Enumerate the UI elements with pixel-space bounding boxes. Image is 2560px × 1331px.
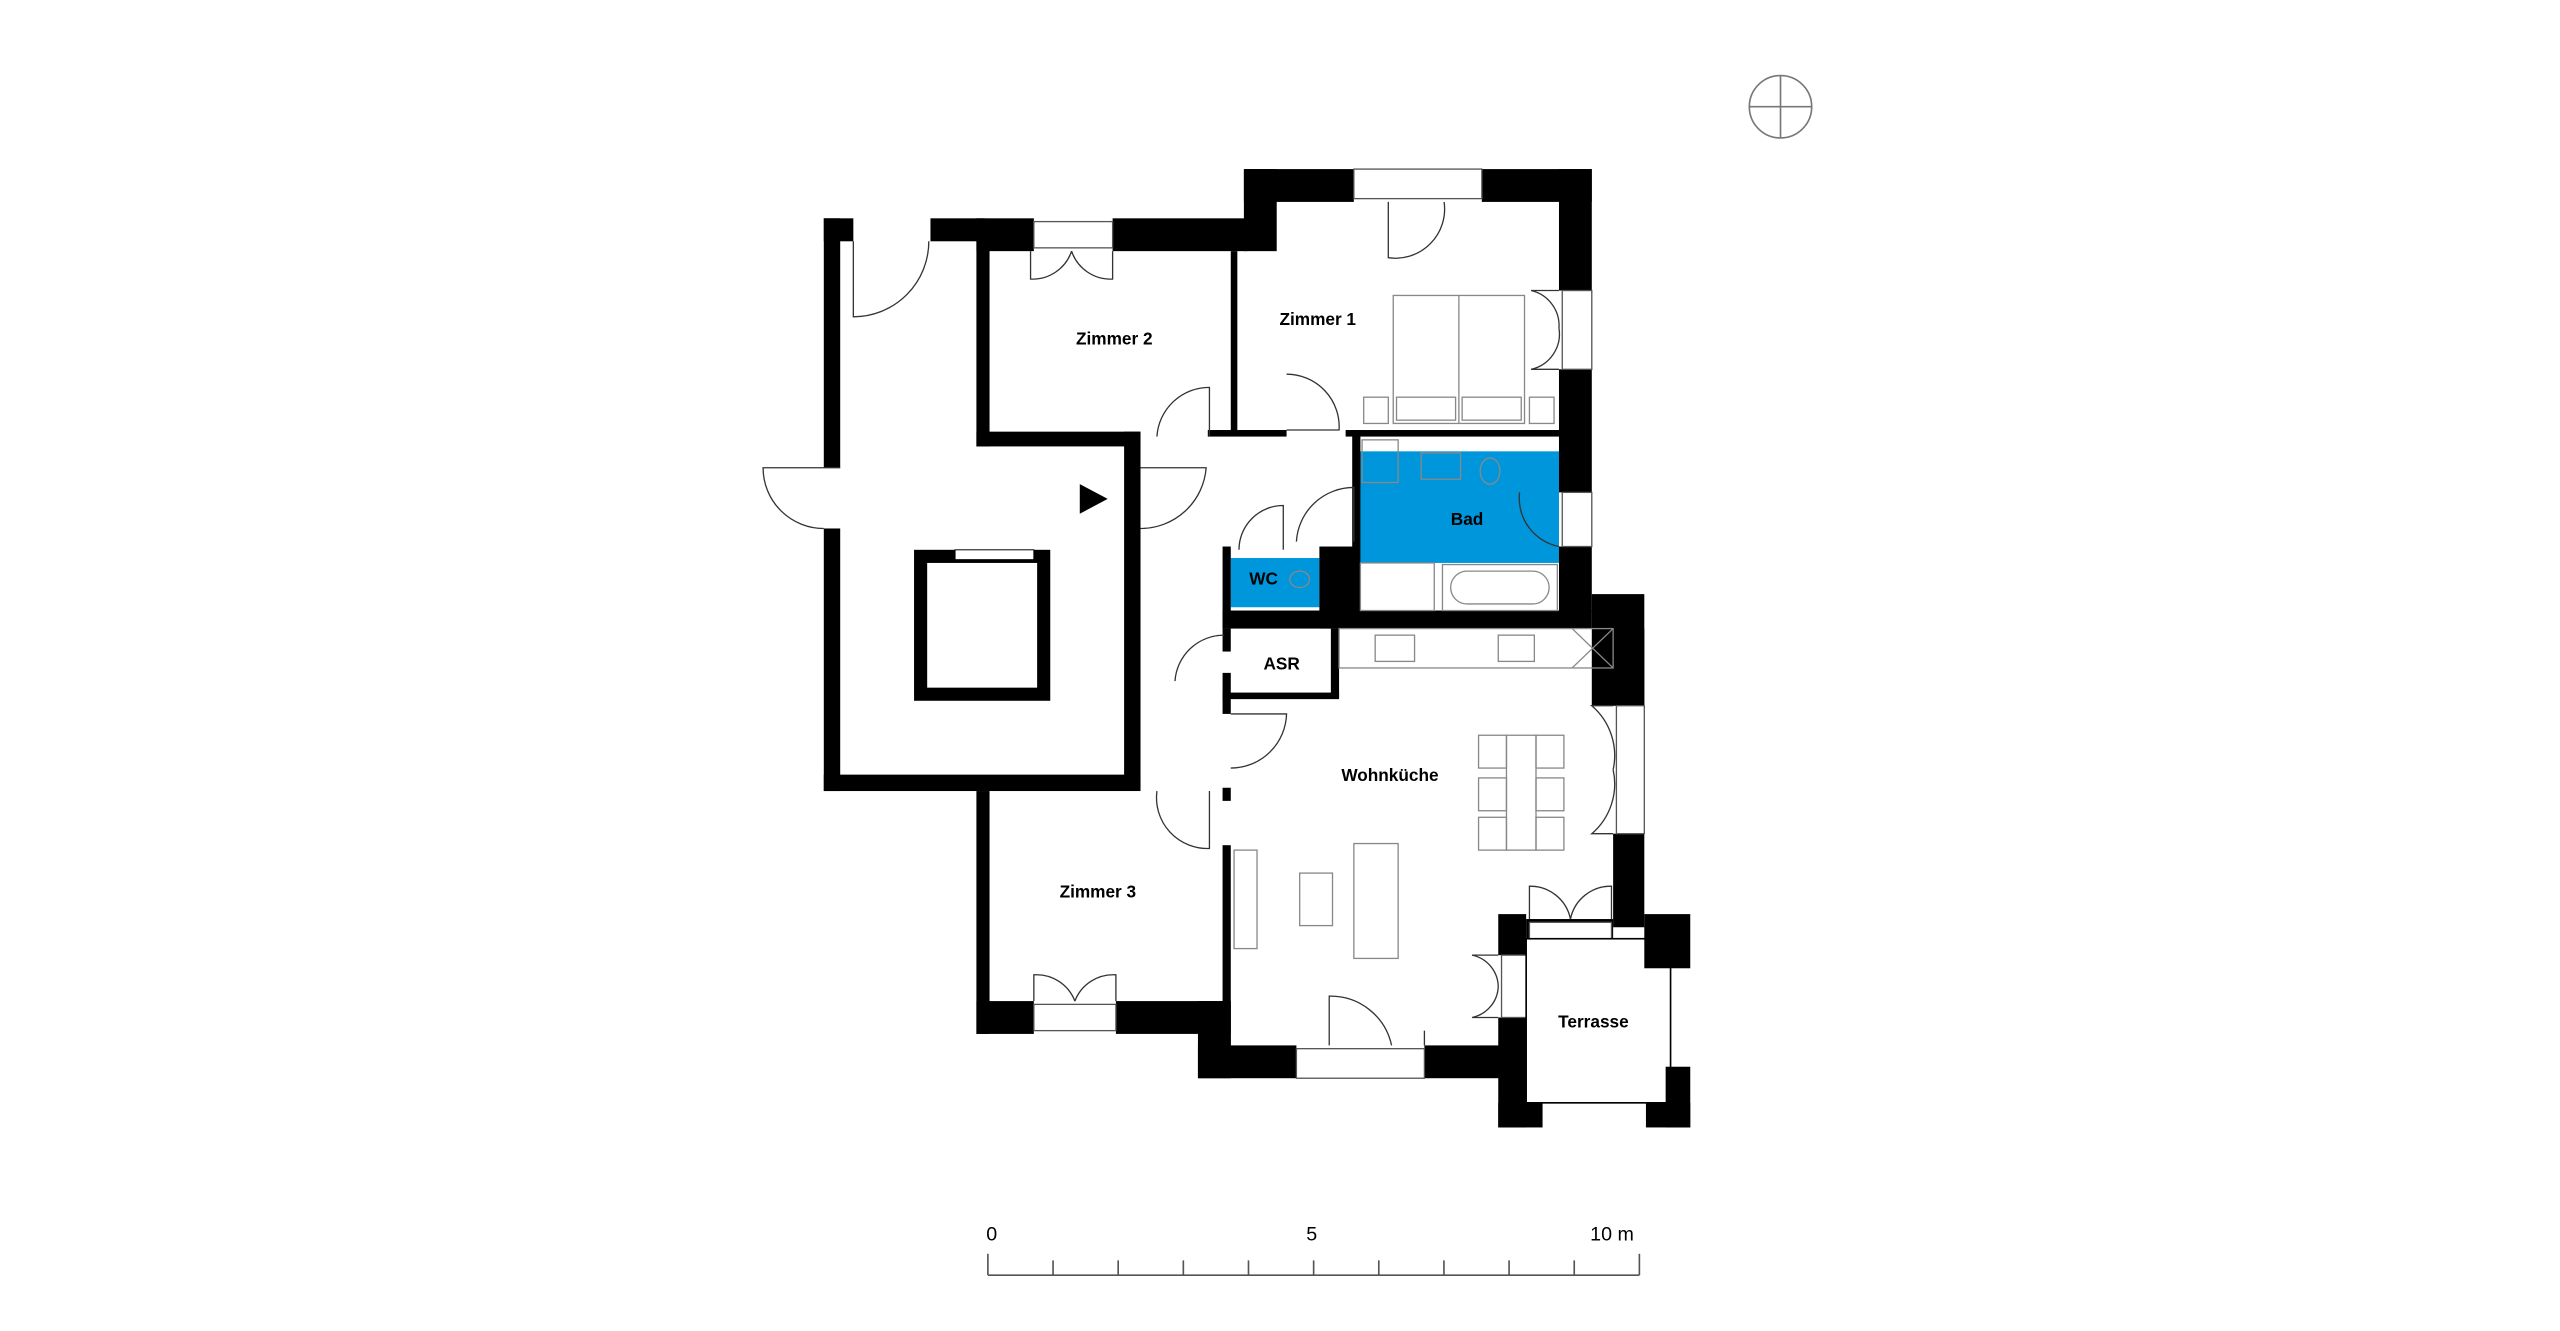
walls	[823, 169, 1691, 1128]
north-compass-icon	[1748, 74, 1813, 139]
room-label-asr: ASR	[1263, 654, 1300, 674]
room-label-zimmer-3: Zimmer 3	[1060, 882, 1137, 902]
scale-label-0: 0	[986, 1224, 997, 1246]
room-label-wohnkueche: Wohnküche	[1341, 765, 1438, 785]
wc-fill	[1230, 558, 1320, 608]
room-label-zimmer-2: Zimmer 2	[1076, 329, 1153, 349]
room-label-wc: WC	[1249, 568, 1278, 588]
bathroom-fill	[1358, 451, 1559, 563]
scale-bar	[987, 1253, 1641, 1276]
room-label-zimmer-1: Zimmer 1	[1279, 309, 1356, 329]
room-label-bad: Bad	[1451, 509, 1484, 529]
doors	[762, 201, 1616, 1046]
entrance-arrow-icon	[1079, 484, 1108, 514]
furniture	[1233, 294, 1614, 960]
windows	[1033, 168, 1672, 1104]
scale-label-5: 5	[1306, 1224, 1317, 1246]
room-label-terrasse: Terrasse	[1558, 1011, 1629, 1031]
scale-label-10m: 10 m	[1590, 1224, 1634, 1246]
